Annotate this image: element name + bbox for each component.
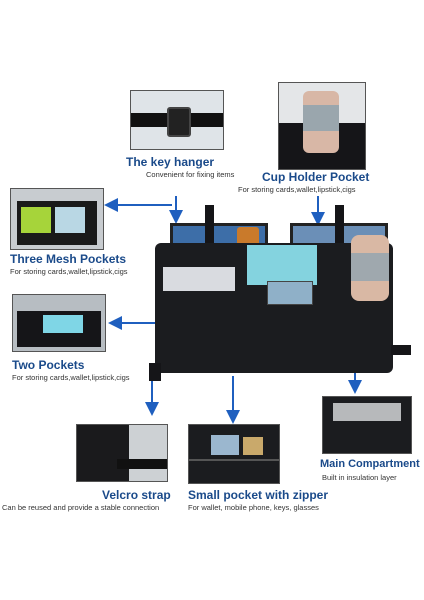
product-bag — [149, 205, 415, 385]
phone-in-pocket — [267, 281, 313, 305]
zipper-pocket-subtitle: For wallet, mobile phone, keys, glasses — [188, 503, 319, 512]
velcro-photo — [76, 424, 168, 482]
cup-holder-subtitle: For storing cards,wallet,lipstick,cigs — [238, 185, 356, 194]
key-hanger-subtitle: Convenient for fixing items — [146, 170, 235, 179]
velcro-tab — [149, 363, 161, 381]
zipper-pocket-photo — [188, 424, 280, 484]
main-compartment-photo — [322, 396, 412, 454]
two-pockets-title: Two Pockets — [12, 358, 85, 372]
main-compartment-title: Main Compartment — [320, 458, 420, 470]
mesh-pockets-photo — [10, 188, 104, 250]
zipper-pocket-title: Small pocket with zipper — [188, 488, 329, 502]
two-pockets-photo — [12, 294, 106, 352]
cup-holder-title: Cup Holder Pocket — [262, 170, 370, 184]
strap-left — [205, 205, 214, 245]
key-hanger-title: The key hanger — [126, 155, 215, 169]
main-compartment-subtitle: Built in insulation layer — [322, 473, 397, 482]
key-hanger-photo — [130, 90, 224, 150]
side-strap — [391, 345, 411, 355]
two-pockets-subtitle: For storing cards,wallet,lipstick,cigs — [12, 373, 130, 382]
notebook — [163, 267, 235, 291]
strap-right — [335, 205, 344, 245]
mesh-pockets-title: Three Mesh Pockets — [10, 252, 127, 266]
thermos-window — [351, 253, 389, 281]
mesh-pockets-subtitle: For storing cards,wallet,lipstick,cigs — [10, 267, 128, 276]
velcro-subtitle: Can be reused and provide a stable conne… — [2, 503, 160, 512]
cup-holder-photo — [278, 82, 366, 170]
teal-card — [247, 245, 317, 285]
velcro-title: Velcro strap — [102, 488, 171, 502]
